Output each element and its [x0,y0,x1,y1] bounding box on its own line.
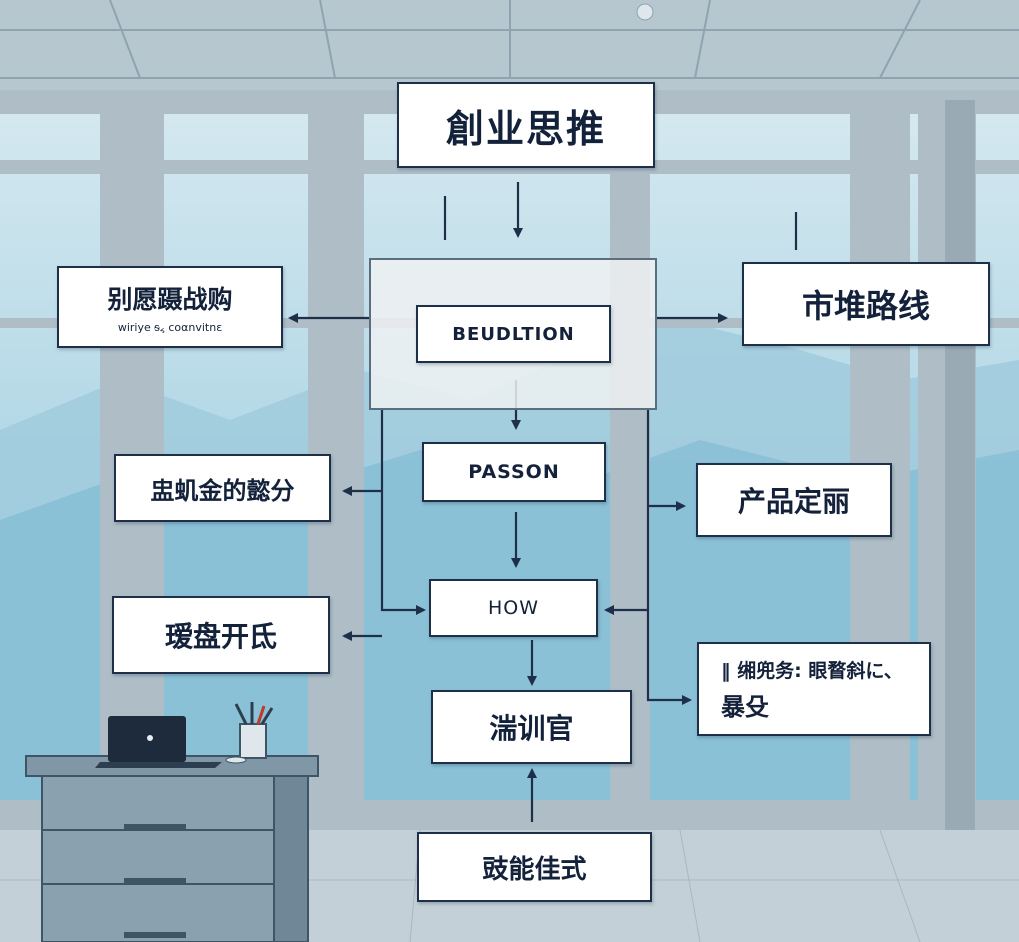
center-node-1-label: BEUDLTION [452,323,575,345]
right-node-1: 市堆路线 [742,262,990,346]
pen-cup [225,702,274,764]
laptop [95,716,222,768]
center-node-2: PASSON [422,442,606,502]
right-node-1-label: 市堆路线 [801,287,930,325]
right-node-2-label: 产品定丽 [737,485,850,518]
left-node-1-sub: wiriye ᵴ៹ coαnvitnɛ [117,320,223,334]
center-node-5-label: 豉能佳式 [482,854,587,885]
center-node-1: BEUDLTION [416,305,611,363]
right-node-3: ‖ 缃兜务: 眼瞀斜に、 暴殳 [697,642,931,736]
center-node-5: 豉能佳式 [417,832,652,902]
center-node-4-label: 湍训官 [489,712,574,745]
right-node-3-label-2: 暴殳 [721,693,769,721]
center-node-3: HOW [429,579,598,637]
center-node-4: 湍训官 [431,690,632,764]
center-node-2-label: PASSON [468,461,560,483]
left-node-2: 盅虮金的懿分 [114,454,331,522]
right-node-3-label: ‖ 缃兜务: 眼瞀斜に、 [721,660,903,682]
left-node-1: 别愿蹑战购 wiriye ᵴ៹ coαnvitnɛ [57,266,283,348]
left-node-2-label: 盅虮金的懿分 [150,476,295,505]
right-node-2: 产品定丽 [696,463,892,537]
diagram-title-text: 創业思推 [445,106,606,151]
left-node-3: 瑷盘开氐 [112,596,330,674]
left-node-3-label: 瑷盘开氐 [164,620,277,653]
center-node-3-label: HOW [487,597,540,619]
desk [25,755,319,942]
diagram-title: 創业思推 [397,82,655,168]
left-node-1-label: 别愿蹑战购 [107,284,233,314]
